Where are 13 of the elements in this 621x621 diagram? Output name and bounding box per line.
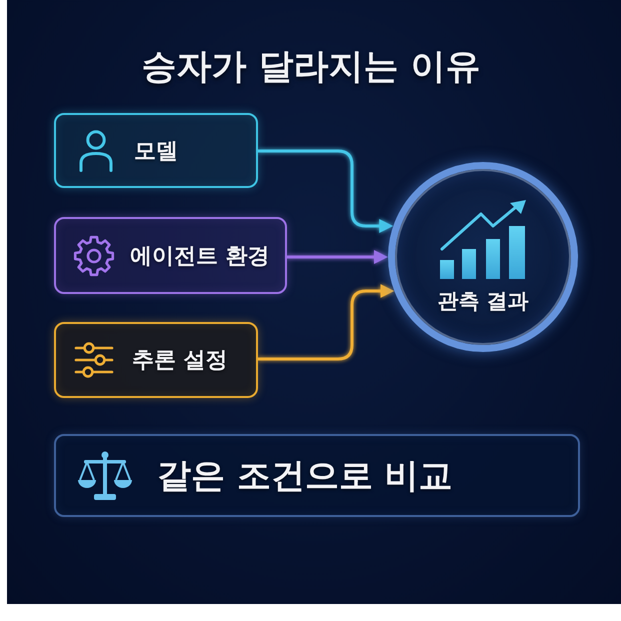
node-label: 에이전트 환경 — [130, 242, 270, 270]
arrow — [258, 284, 394, 360]
process-box — [54, 217, 287, 294]
arrow — [258, 150, 394, 233]
circle-label: 관측 결과 — [437, 288, 529, 315]
title: 승자가 달라지는 이유 — [141, 46, 481, 89]
process-box — [54, 322, 258, 398]
process-box — [54, 434, 580, 517]
arrow — [287, 250, 388, 264]
process-box — [54, 113, 258, 188]
node-label: 모델 — [134, 138, 178, 166]
node-label: 같은 조건으로 비교 — [157, 454, 453, 498]
node-label: 추론 설정 — [132, 347, 228, 375]
